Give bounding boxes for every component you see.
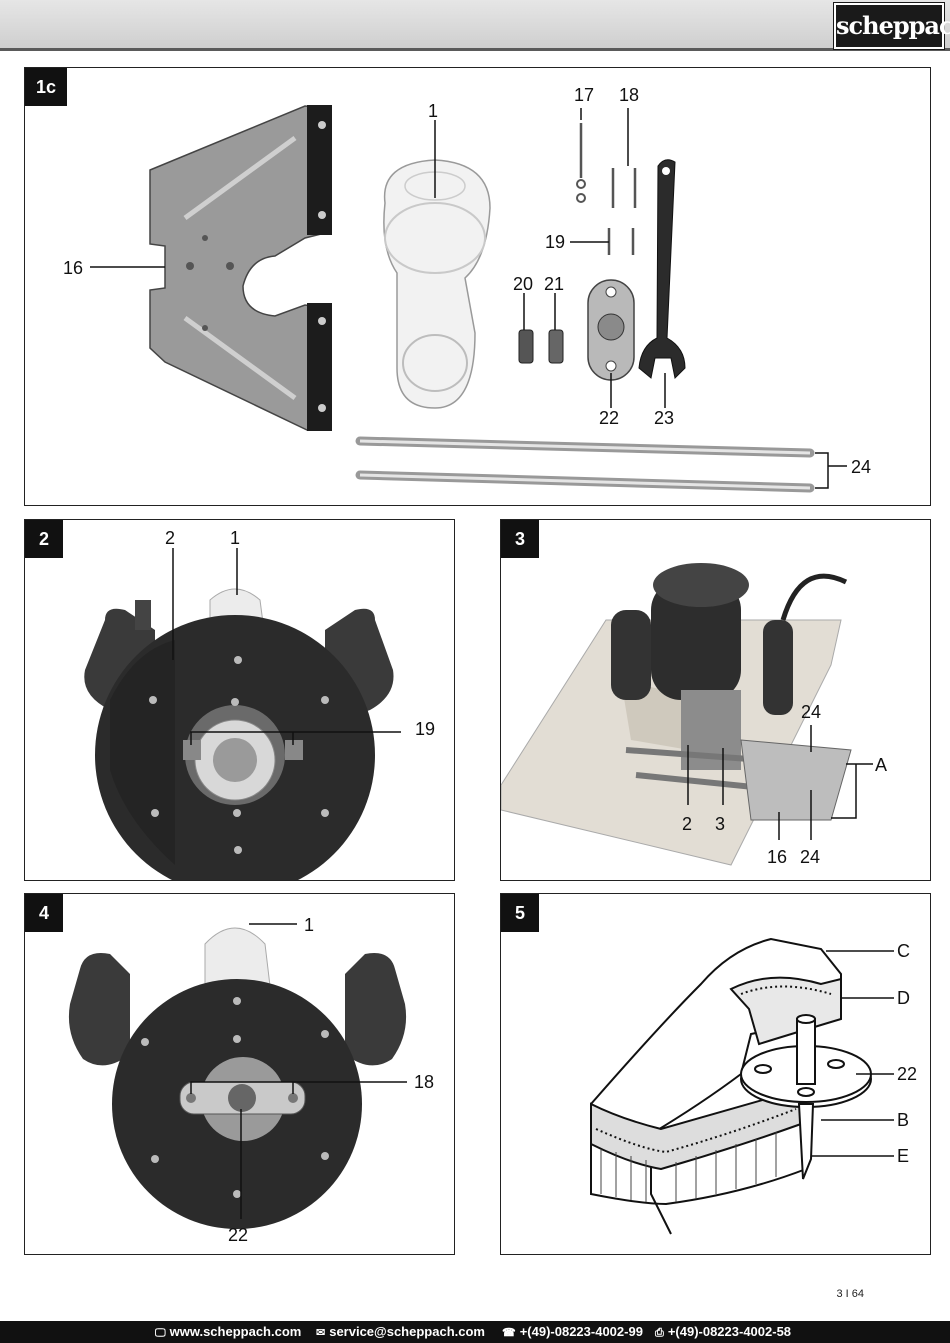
label-16: 16 [767,847,788,867]
label-E: E [897,1146,910,1166]
footer-fax-text: +(49)-08223-4002-58 [667,1324,792,1339]
footer-web[interactable]: 🖵www.scheppach.com [155,1324,301,1340]
figure-tag: 3 [501,520,539,558]
figure-tag: 4 [25,894,63,932]
footer-fax: ⎙+(49)-08223-4002-58 [655,1324,791,1340]
figure-4-drawing [68,923,407,1229]
label-1: 1 [428,101,439,121]
guide-bracket-part [149,105,332,431]
router-on-workpiece [501,563,852,866]
footer-phone-text: +(49)-08223-4002-99 [519,1324,643,1339]
label-20: 20 [513,274,534,294]
label-24b: 24 [800,847,821,867]
label-16: 16 [63,258,84,278]
leader-lines [90,108,847,489]
fax-icon: ⎙ [655,1327,664,1339]
dust-extraction-hood-part [383,159,491,409]
label-22: 22 [599,408,620,428]
copy-ring-plate-part [587,279,635,381]
computer-icon: 🖵 [155,1327,166,1339]
figure-3-drawing [501,563,873,866]
label-2: 2 [682,814,693,834]
figure-4-panel: 4 1 18 22 [24,893,455,1255]
label-A: A [875,755,888,775]
leader-lines [172,548,401,745]
leader-lines [687,725,873,840]
figure-1c-panel: 1c [24,67,931,506]
guide-rods-part [355,436,815,493]
label-19: 19 [415,719,436,739]
figure-tag: 5 [501,894,539,932]
template-routing-diagram [590,937,872,1235]
label-D: D [897,988,910,1008]
label-22: 22 [897,1064,918,1084]
router-base-view [84,588,394,880]
wrench-part [638,159,686,380]
label-17: 17 [574,85,595,105]
label-2: 2 [165,528,176,548]
mail-icon: ✉ [316,1327,326,1339]
label-3: 3 [715,814,726,834]
header-bar: scheppach [0,0,950,51]
label-1: 1 [230,528,241,548]
label-C: C [897,941,910,961]
figure-3-panel: 3 24 A 2 3 16 24 [500,519,931,881]
label-24: 24 [851,457,872,477]
figure-1c-drawing [90,105,847,493]
footer-bar: 🖵www.scheppach.com ✉service@scheppach.co… [0,1321,950,1343]
label-18: 18 [414,1072,435,1092]
phone-icon: ☎ [502,1327,516,1339]
label-18: 18 [619,85,640,105]
brand-logo: scheppach [834,3,950,49]
footer-email[interactable]: ✉service@scheppach.com [316,1324,485,1339]
page-number: 3 I 64 [836,1288,864,1300]
screws-part [576,123,637,255]
label-24: 24 [801,702,822,722]
router-base-view-copy-ring [68,927,407,1229]
label-B: B [897,1110,910,1130]
label-19: 19 [545,232,566,252]
figure-2-drawing [84,548,401,880]
leader-lines [811,950,894,1157]
label-21: 21 [544,274,565,294]
label-1: 1 [304,915,315,935]
footer-email-text: service@scheppach.com [329,1324,485,1339]
footer-web-text: www.scheppach.com [169,1324,302,1339]
label-22: 22 [228,1225,249,1245]
figure-tag: 2 [25,520,63,558]
footer-phone: ☎+(49)-08223-4002-99 [502,1324,643,1339]
figure-5-panel: 5 [500,893,931,1255]
figure-2-panel: 2 2 1 19 [24,519,455,881]
leader-lines [190,923,407,1219]
label-23: 23 [654,408,675,428]
collets-part [518,329,564,364]
figure-tag: 1c [25,68,67,106]
figure-5-drawing [590,937,894,1235]
